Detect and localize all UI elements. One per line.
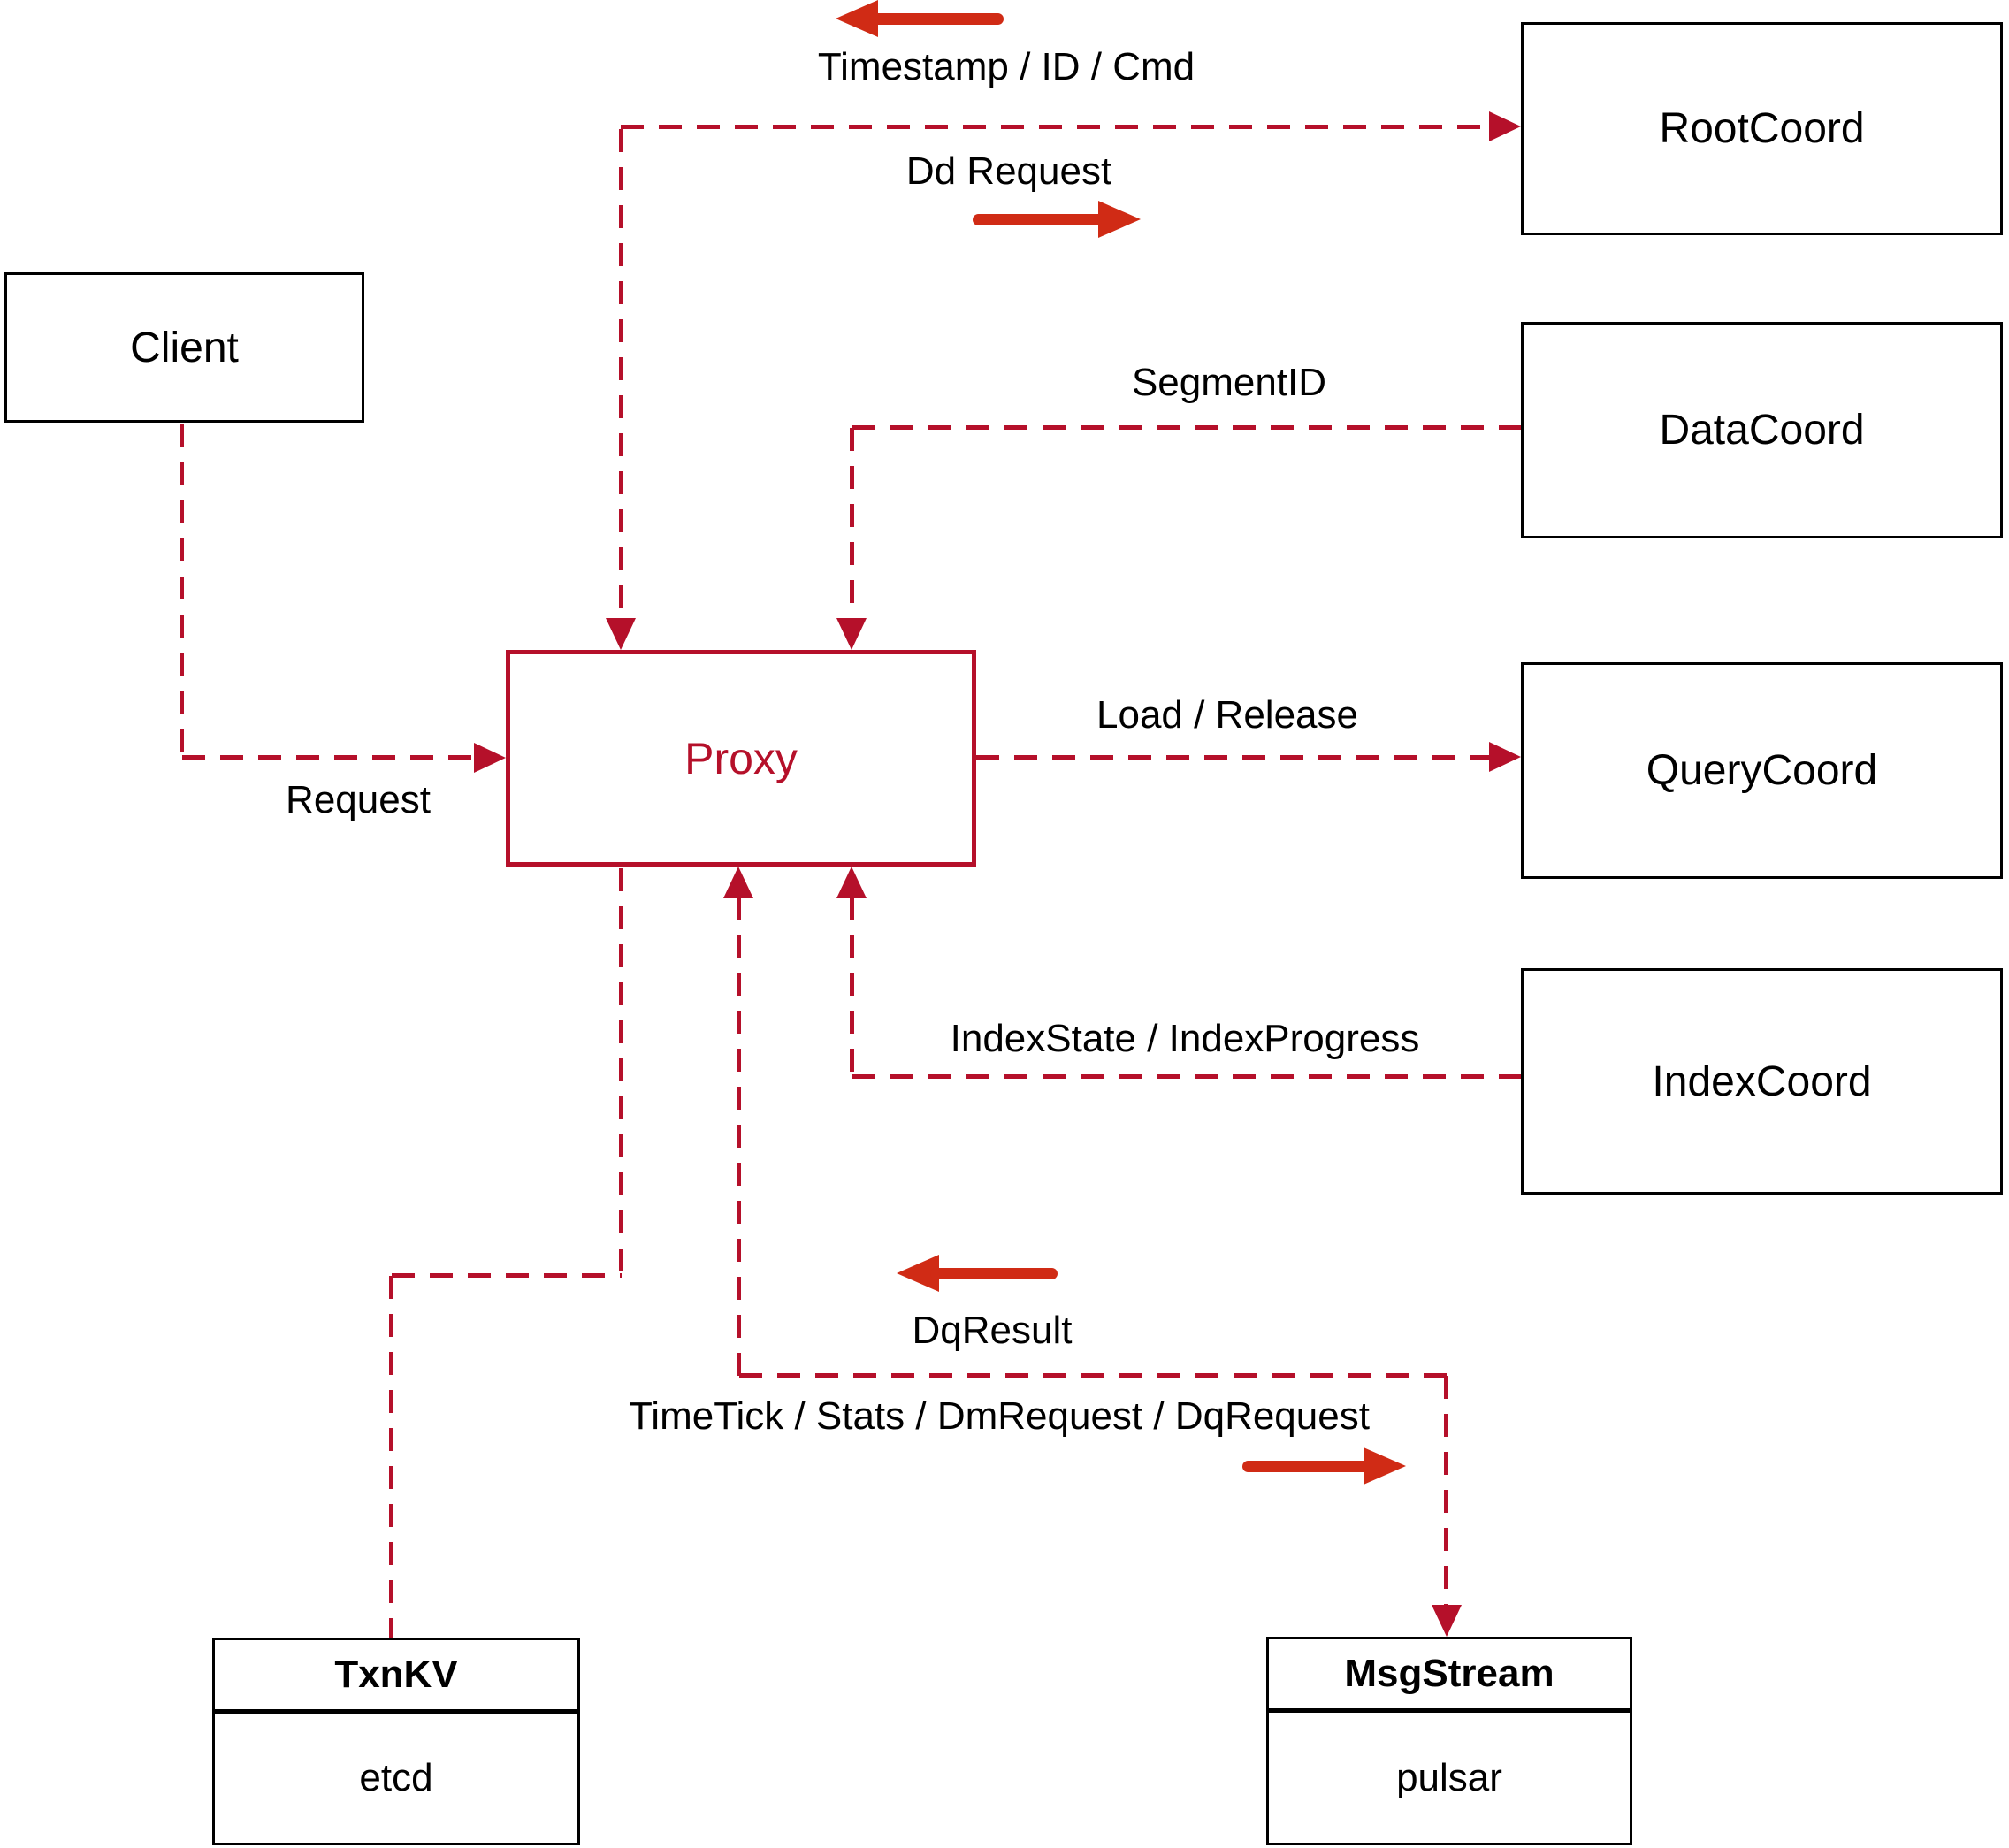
arrowhead-right-into-querycoord-icon	[1489, 742, 1521, 772]
arrowhead-right-into-proxy-icon	[474, 743, 506, 773]
edge-proxy-txnkv-horizontal	[392, 1273, 622, 1278]
rootcoord-node: RootCoord	[1521, 22, 2003, 235]
timestamp-id-cmd-label: Timestamp / ID / Cmd	[817, 45, 1195, 88]
dqresult-label: DqResult	[912, 1309, 1073, 1352]
edge-proxy-txnkv-vertical-left	[389, 1276, 393, 1638]
direction-arrow-right-icon	[1242, 1447, 1406, 1485]
client-node: Client	[4, 272, 364, 423]
indexstate-label: IndexState / IndexProgress	[950, 1017, 1420, 1060]
edge-indexcoord-proxy-horizontal	[852, 1074, 1521, 1079]
arrowhead-right-into-rootcoord-icon	[1489, 111, 1521, 141]
edge-proxy-rootcoord-vertical	[619, 129, 623, 621]
datacoord-node: DataCoord	[1521, 322, 2003, 538]
datacoord-label: DataCoord	[1659, 407, 1865, 454]
msgstream-node: MsgStream pulsar	[1266, 1637, 1632, 1845]
edge-datacoord-proxy-horizontal	[852, 425, 1521, 430]
edge-proxy-msgstream-vertical-left	[737, 897, 741, 1376]
dd-request-label: Dd Request	[905, 149, 1112, 193]
txnkv-node: TxnKV etcd	[212, 1638, 580, 1845]
txnkv-title: TxnKV	[215, 1640, 577, 1714]
segmentid-label: SegmentID	[1131, 361, 1327, 404]
edge-proxy-txnkv-vertical-right	[619, 868, 623, 1276]
edge-proxy-msgstream-vertical-right	[1444, 1376, 1448, 1606]
client-label: Client	[130, 324, 239, 371]
edge-proxy-rootcoord-horizontal	[621, 125, 1491, 129]
querycoord-node: QueryCoord	[1521, 662, 2003, 879]
querycoord-label: QueryCoord	[1646, 747, 1878, 794]
indexcoord-node: IndexCoord	[1521, 968, 2003, 1195]
proxy-node: Proxy	[506, 650, 976, 867]
direction-arrow-right-icon	[973, 201, 1141, 238]
rootcoord-label: RootCoord	[1659, 105, 1865, 152]
edge-client-proxy-horizontal	[182, 755, 479, 760]
edge-proxy-msgstream-horizontal	[739, 1373, 1447, 1378]
request-label: Request	[286, 778, 431, 821]
msgstream-impl: pulsar	[1396, 1755, 1502, 1799]
direction-arrow-left-icon	[836, 0, 1004, 37]
arrowhead-down-into-msgstream-icon	[1432, 1605, 1462, 1637]
edge-indexcoord-proxy-vertical	[850, 897, 854, 1077]
msgstream-title: MsgStream	[1269, 1639, 1630, 1713]
arrowhead-up-into-proxy-icon	[723, 867, 753, 898]
arrowhead-up-into-proxy-icon	[836, 867, 867, 898]
load-release-label: Load / Release	[1096, 693, 1358, 737]
direction-arrow-left-icon	[897, 1255, 1058, 1292]
arrowhead-down-into-proxy-icon	[836, 618, 867, 650]
edge-proxy-querycoord-horizontal	[976, 755, 1491, 760]
timetick-stats-label: TimeTick / Stats / DmRequest / DqRequest	[629, 1394, 1370, 1438]
indexcoord-label: IndexCoord	[1652, 1058, 1872, 1105]
edge-datacoord-proxy-vertical	[850, 428, 854, 621]
proxy-label: Proxy	[684, 733, 798, 783]
txnkv-impl: etcd	[359, 1756, 433, 1799]
edge-client-proxy-vertical	[180, 424, 184, 757]
arrowhead-down-into-proxy-icon	[606, 618, 636, 650]
